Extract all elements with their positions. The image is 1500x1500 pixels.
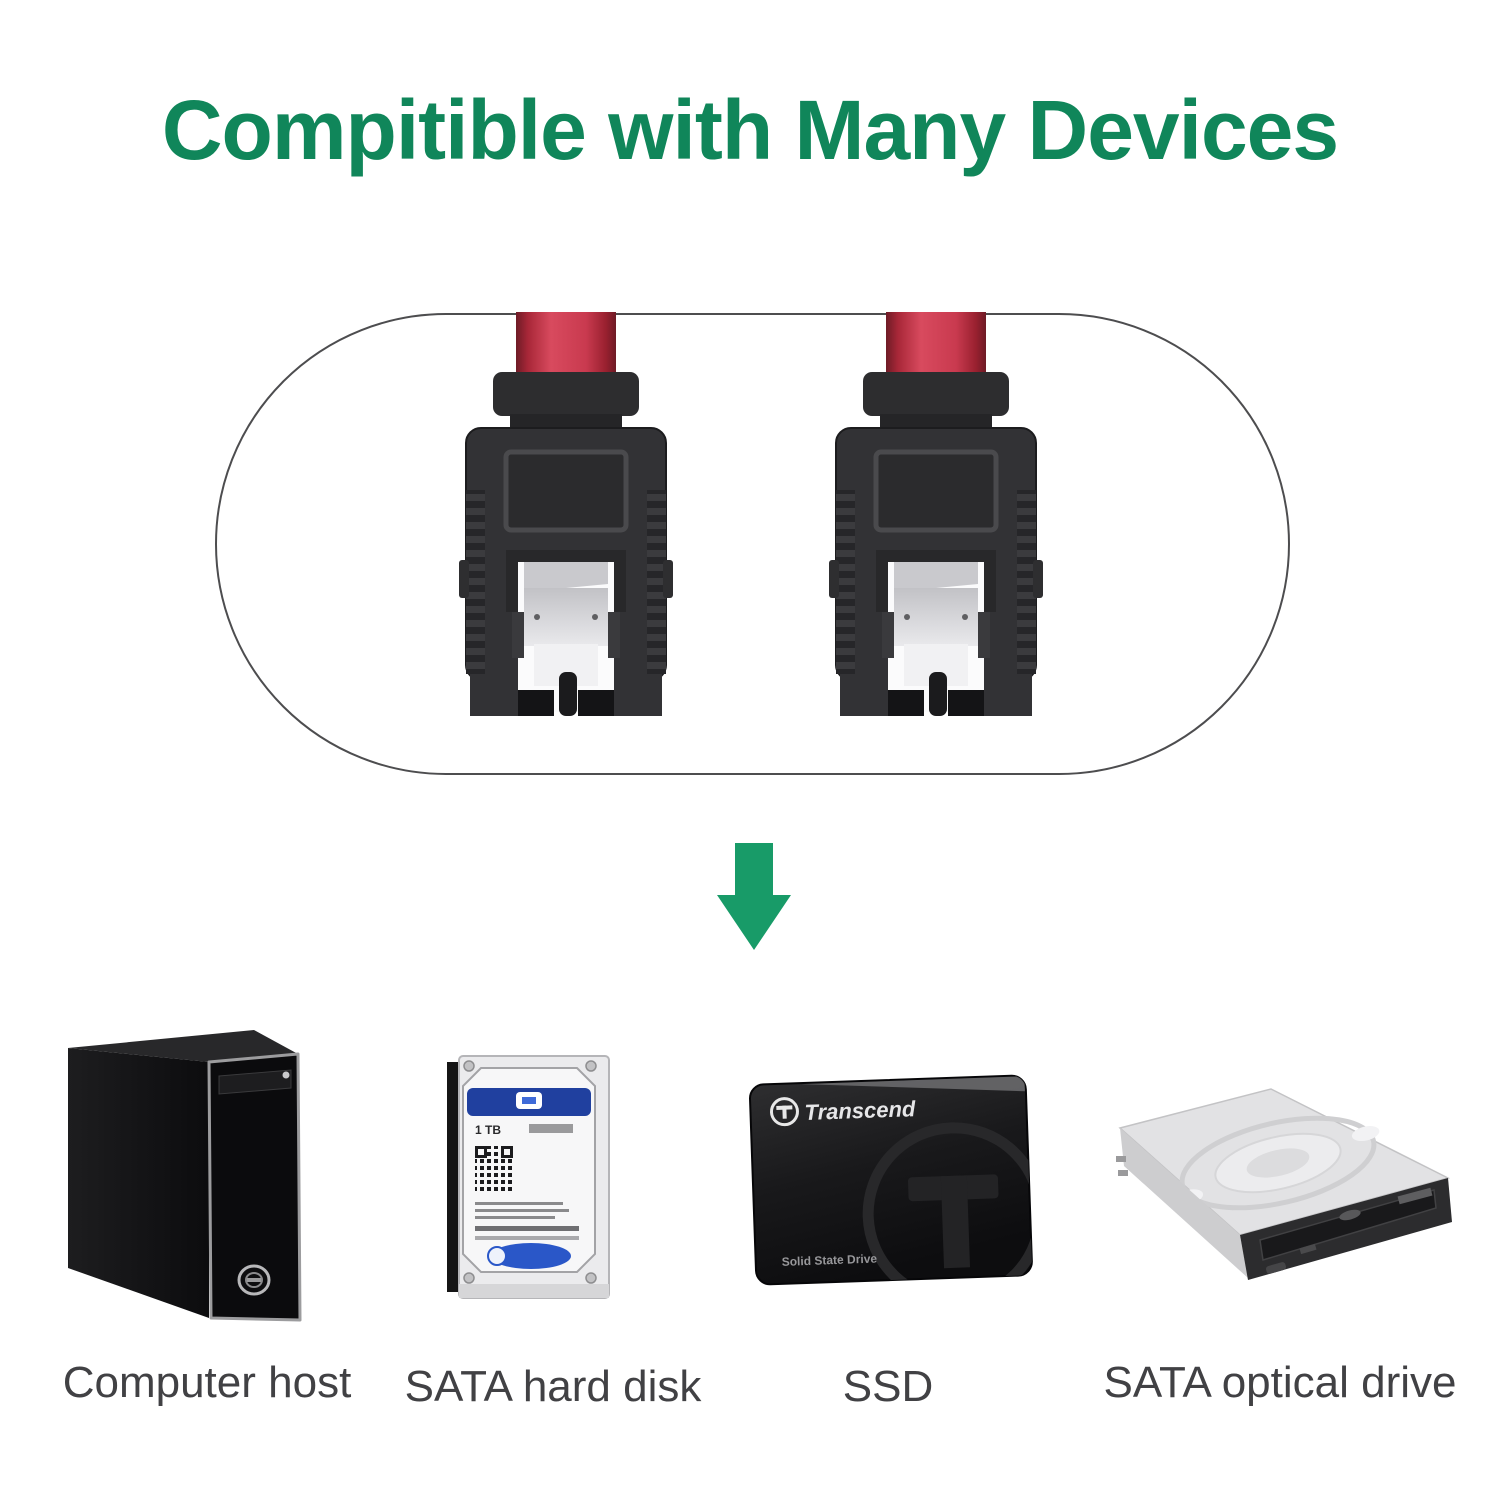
device-ssd: Transcend Solid State Drive xyxy=(745,1066,1037,1298)
sata-connector-left xyxy=(459,312,673,716)
device-label-sata-optical-drive: SATA optical drive xyxy=(1103,1358,1457,1407)
device-sata-hard-disk: 1 TB xyxy=(445,1054,615,1304)
ssd-brand-text: Transcend xyxy=(804,1096,916,1125)
device-computer-host xyxy=(64,1028,304,1328)
device-label-sata-hard-disk: SATA hard disk xyxy=(404,1362,702,1411)
computer-tower-icon xyxy=(68,1030,302,1322)
ssd-icon: Transcend Solid State Drive xyxy=(749,1074,1033,1286)
cable-highlight-pill xyxy=(215,313,1290,775)
optical-drive-icon xyxy=(1116,1088,1452,1280)
sata-connector-right xyxy=(829,312,1043,716)
hard-disk-icon: 1 TB xyxy=(447,1055,610,1299)
device-label-ssd: SSD xyxy=(842,1362,934,1411)
page-title: Compitible with Many Devices xyxy=(161,83,1339,177)
device-sata-optical-drive xyxy=(1088,1068,1468,1318)
ssd-drive-type-text: Solid State Drive xyxy=(781,1252,877,1269)
device-label-computer-host: Computer host xyxy=(62,1358,352,1407)
hdd-capacity-text: 1 TB xyxy=(475,1123,501,1137)
